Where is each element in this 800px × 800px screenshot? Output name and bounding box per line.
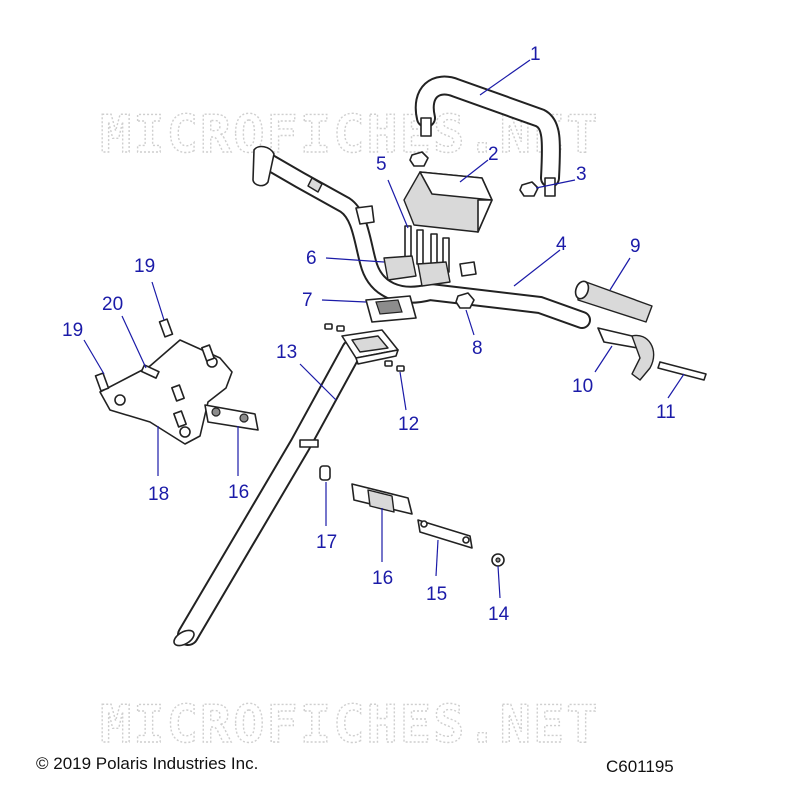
callout-2: 2 [488, 144, 499, 165]
mount-bracket [94, 318, 233, 445]
nut-3 [409, 151, 539, 197]
callout-14: 14 [488, 604, 510, 625]
callout-8: 8 [472, 338, 483, 359]
handlebar [252, 145, 591, 329]
callout-16-lower: 16 [372, 568, 393, 589]
link-plate [417, 519, 473, 549]
callout-11: 11 [656, 402, 676, 423]
callout-7: 7 [302, 290, 313, 311]
callouts: 1 2 3 4 5 6 7 8 9 10 11 12 13 14 15 16 1… [62, 44, 676, 625]
callout-16-upper: 16 [228, 482, 249, 503]
callout-1: 1 [530, 44, 541, 65]
callout-18: 18 [148, 484, 169, 505]
callout-19-lower: 19 [62, 320, 83, 341]
callout-5: 5 [376, 154, 387, 175]
handlebar-cover [403, 171, 493, 233]
pin [657, 361, 707, 381]
callout-17: 17 [316, 532, 337, 553]
clamp-block-16-upper [204, 404, 259, 431]
callout-10: 10 [572, 376, 593, 397]
lower-clamp [365, 295, 417, 323]
leader-lines [83, 59, 685, 599]
callout-19-upper: 19 [134, 256, 155, 277]
steering-post [173, 329, 399, 647]
grab-handle [414, 75, 561, 197]
fastener-set-12 [324, 323, 405, 372]
copyright-text: © 2019 Polaris Industries Inc. [36, 754, 258, 773]
watermark-bottom: MICROFICHES.NET [100, 695, 600, 755]
callout-4: 4 [556, 234, 567, 255]
callout-6: 6 [306, 248, 317, 269]
diagram-code: C601195 [606, 757, 674, 776]
callout-15: 15 [426, 584, 447, 605]
callout-20: 20 [102, 294, 123, 315]
callout-3: 3 [576, 164, 587, 185]
spacer-17 [319, 465, 331, 481]
callout-13: 13 [276, 342, 297, 363]
upper-clamp [383, 255, 451, 287]
nut-8 [455, 292, 475, 309]
nut-14 [491, 553, 505, 567]
hand-grip [574, 280, 653, 323]
clamp-lever [597, 327, 655, 381]
callout-9: 9 [630, 236, 641, 257]
clamp-block-16-lower [351, 483, 413, 515]
callout-12: 12 [398, 414, 419, 435]
